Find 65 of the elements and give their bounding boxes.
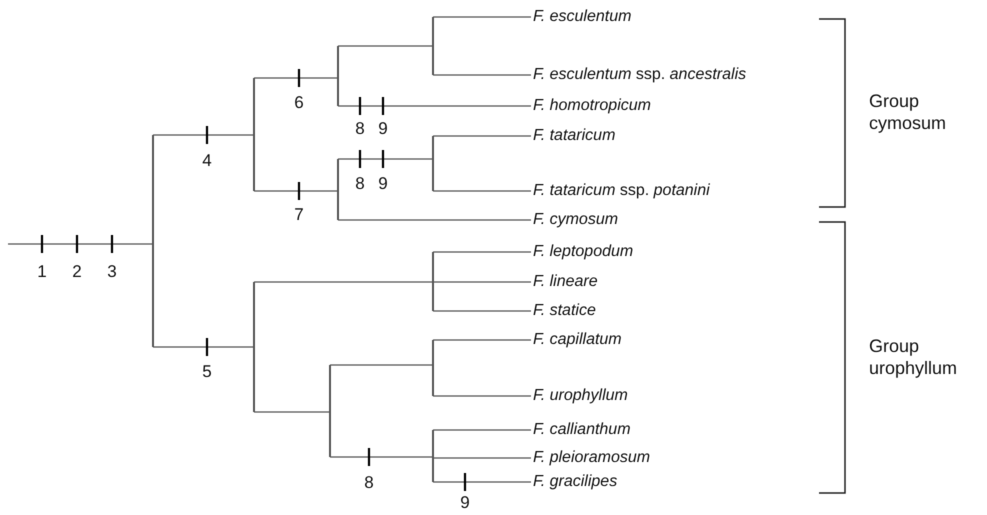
- junction-line: [432, 430, 434, 482]
- group-label: Group cymosum: [869, 90, 948, 134]
- branch-line: [433, 74, 531, 76]
- taxon-label: F. homotropicum: [533, 96, 651, 116]
- branch-line: [433, 251, 531, 253]
- character-number: 3: [106, 263, 118, 281]
- junction-line: [432, 17, 434, 75]
- branch-line: [153, 134, 254, 136]
- branch-line: [153, 346, 254, 348]
- branch-line: [330, 364, 433, 366]
- branch-line: [433, 16, 531, 18]
- junction-line: [329, 365, 331, 457]
- branch-line: [338, 219, 531, 221]
- character-number: 2: [71, 263, 83, 281]
- character-number: 4: [201, 152, 213, 170]
- character-number: 8: [354, 175, 366, 193]
- character-number: 5: [201, 363, 213, 381]
- junction-line: [432, 252, 434, 311]
- branch-line: [254, 281, 433, 283]
- branch-line: [338, 45, 433, 47]
- junction-line: [253, 78, 255, 191]
- character-number: 9: [459, 494, 471, 512]
- group-label: Group urophyllum: [869, 335, 958, 379]
- taxon-label: F. gracilipes: [533, 472, 618, 492]
- character-number: 8: [354, 120, 366, 138]
- branch-line: [433, 481, 531, 483]
- character-number: 6: [293, 94, 305, 112]
- branch-line: [254, 190, 338, 192]
- taxon-label: F. statice: [533, 301, 596, 321]
- character-number: 8: [363, 474, 375, 492]
- branch-line: [338, 105, 531, 107]
- junction-line: [337, 159, 339, 220]
- taxon-label: F. urophyllum: [533, 386, 628, 406]
- taxon-label: F. pleioramosum: [533, 448, 650, 468]
- branch-line: [433, 190, 531, 192]
- taxon-label: F. lineare: [533, 272, 598, 292]
- branch-line: [433, 339, 531, 341]
- junction-line: [152, 135, 154, 347]
- taxon-label: F. esculentum ssp. ancestralis: [533, 65, 746, 85]
- branch-line: [338, 158, 433, 160]
- taxon-label: F. tataricum: [533, 126, 616, 146]
- taxon-label: F. callianthum: [533, 420, 631, 440]
- taxon-label: F. cymosum: [533, 210, 618, 230]
- branch-line: [433, 429, 531, 431]
- branch-line: [254, 77, 338, 79]
- taxon-label: F. tataricum ssp. potanini: [533, 181, 710, 201]
- branch-line: [330, 456, 433, 458]
- taxon-label: F. leptopodum: [533, 242, 634, 262]
- taxon-label: F. capillatum: [533, 330, 622, 350]
- branch-line: [254, 411, 330, 413]
- taxon-label: F. esculentum: [533, 7, 632, 27]
- branch-line: [433, 281, 531, 283]
- junction-line: [432, 136, 434, 191]
- junction-line: [253, 282, 255, 412]
- branch-line: [433, 135, 531, 137]
- branch-line: [433, 395, 531, 397]
- branch-line: [433, 310, 531, 312]
- character-number: 7: [293, 206, 305, 224]
- junction-line: [432, 340, 434, 396]
- branch-line: [433, 457, 531, 459]
- character-number: 9: [377, 175, 389, 193]
- junction-line: [337, 46, 339, 106]
- character-number: 1: [36, 263, 48, 281]
- branch-line: [8, 243, 153, 245]
- character-number: 9: [377, 120, 389, 138]
